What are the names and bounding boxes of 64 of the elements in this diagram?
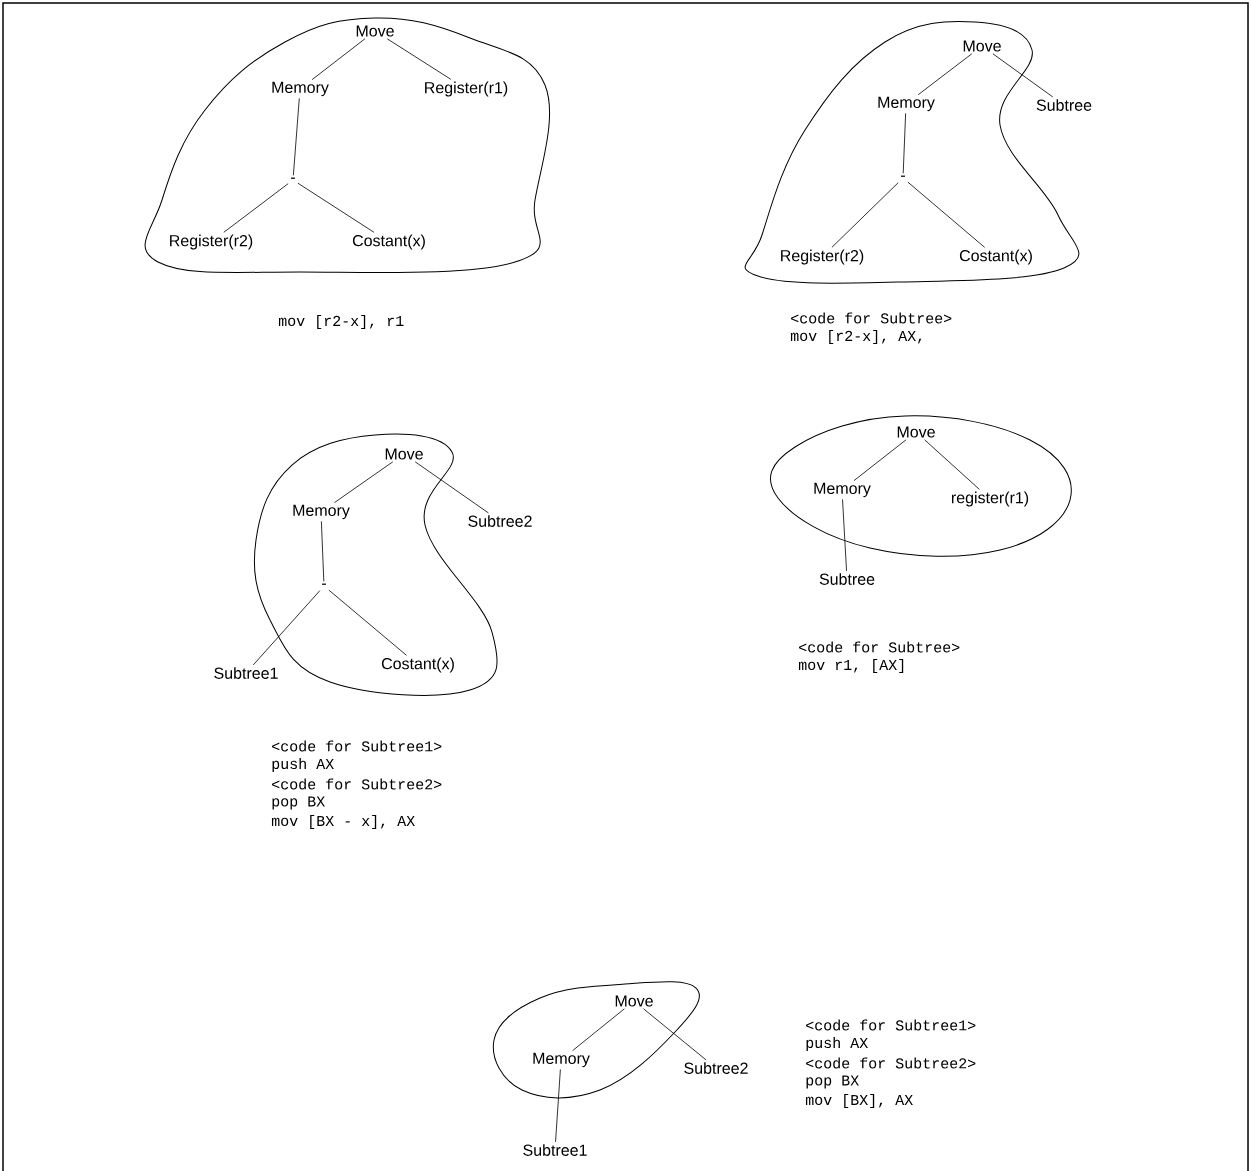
tree-node-label: Subtree — [819, 573, 875, 585]
tree-edge — [555, 1069, 561, 1143]
tree-edge — [924, 439, 980, 490]
tree-edge — [292, 97, 300, 176]
tree-node-label: Subtree1 — [523, 1144, 587, 1156]
tree-node-label: - — [322, 583, 326, 585]
tree-edge — [853, 439, 907, 482]
code-line: mov [BX], AX — [805, 1094, 913, 1108]
tree-node-label: Move — [963, 40, 1001, 52]
code-line: mov [r2-x], AX, — [790, 330, 922, 344]
tree-node-label: - — [901, 175, 905, 177]
tree-node-label: Memory — [878, 96, 935, 112]
code-line: <code for Subtree1> — [806, 1019, 976, 1031]
tree-edge — [643, 1008, 707, 1061]
tree-node-label: Memory — [533, 1052, 590, 1068]
code-line: mov [BX - x], AX — [271, 815, 415, 829]
tree-node-label: register(r1) — [951, 491, 1029, 507]
code-line: <code for Subtree2> — [806, 1057, 976, 1069]
code-line: <code for Subtree1> — [272, 740, 442, 752]
tree-edge — [386, 38, 452, 80]
tree-node-label: Move — [897, 426, 935, 438]
tree-node-label: Costant(x) — [352, 234, 425, 250]
code-line: <code for Subtree> — [799, 641, 960, 653]
tree-node-label: Register(r1) — [425, 81, 508, 97]
tree-node-label: Subtree2 — [468, 515, 532, 527]
tree-node-label: Costant(x) — [381, 657, 454, 673]
tree-edge — [907, 181, 986, 248]
tree-edge — [572, 1008, 625, 1052]
tree-node-label: Memory — [814, 482, 871, 498]
code-line: pop BX — [272, 796, 325, 810]
tree-node-label: Subtree2 — [684, 1062, 748, 1074]
tree-edge — [902, 112, 907, 174]
code-line: <code for Subtree2> — [272, 778, 442, 790]
tree-edge — [311, 38, 366, 81]
tree-node-label: Move — [385, 448, 423, 460]
blob-outline — [144, 17, 551, 273]
code-line: mov [r2-x], r1 — [278, 315, 404, 329]
tree-edge — [992, 53, 1054, 98]
blob-outline — [769, 415, 1072, 557]
code-line: mov r1, [AX] — [798, 659, 904, 673]
tree-edge — [321, 521, 325, 582]
tree-node-label: Subtree1 — [214, 667, 278, 679]
tree-edge — [831, 182, 899, 248]
code-line: pop BX — [806, 1075, 859, 1089]
tree-node-label: Register(r2) — [781, 249, 864, 265]
tree-node-label: Move — [615, 995, 653, 1007]
tree-node-label: Memory — [293, 504, 350, 520]
tree-edge — [842, 499, 847, 572]
tree-edge — [334, 461, 394, 504]
tree-edge — [917, 53, 973, 96]
tree-edge — [297, 182, 375, 233]
tree-edge — [328, 589, 407, 656]
tree-edge — [252, 590, 321, 666]
tree-node-label: - — [291, 177, 295, 179]
code-line: <code for Subtree> — [791, 312, 952, 324]
tree-node-label: Costant(x) — [959, 249, 1032, 265]
code-line: push AX — [806, 1037, 868, 1051]
tree-node-label: Move — [356, 25, 394, 37]
code-line: push AX — [272, 758, 334, 772]
tree-edge — [223, 183, 289, 233]
tree-node-label: Memory — [272, 81, 329, 97]
tree-node-label: Register(r2) — [170, 234, 253, 250]
tree-edge — [414, 461, 489, 514]
tree-node-label: Subtree — [1036, 99, 1092, 111]
